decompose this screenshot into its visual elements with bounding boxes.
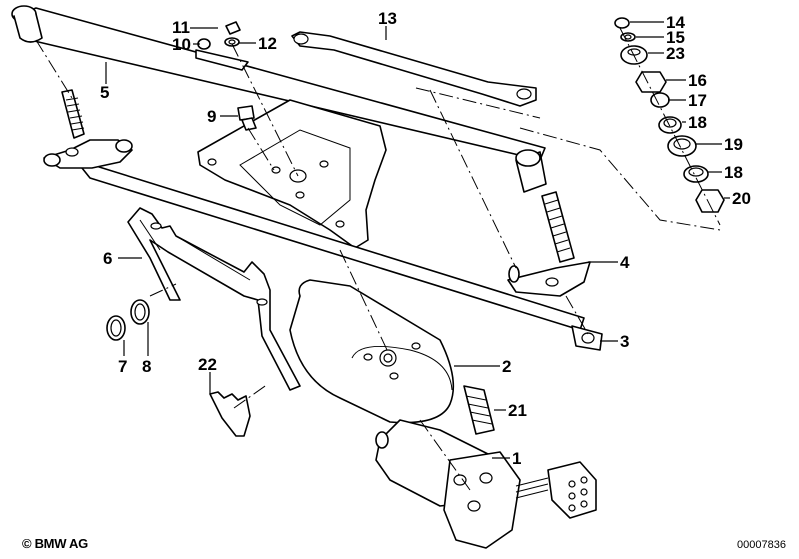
- leader-lines: [105, 21, 730, 459]
- callout-22[interactable]: 22: [198, 355, 217, 374]
- callouts: 1 2 3 4 5 6 7 8 9 10 11 12 13 14 15 23 1…: [100, 9, 751, 468]
- assembly-lines: [35, 39, 721, 491]
- callout-4[interactable]: 4: [620, 253, 630, 272]
- callout-20[interactable]: 20: [732, 189, 751, 208]
- crank-arm[interactable]: [291, 31, 537, 107]
- callout-13[interactable]: 13: [378, 9, 397, 28]
- drawing-number: 00007836: [737, 539, 786, 551]
- linkage-rod-upper[interactable]: [11, 5, 546, 161]
- spring[interactable]: [463, 385, 495, 435]
- callout-5[interactable]: 5: [100, 83, 109, 102]
- right-pivot-shaft[interactable]: [507, 149, 591, 297]
- copyright-label: © BMW AG: [22, 536, 88, 551]
- clip[interactable]: [209, 391, 251, 437]
- callout-18-upper[interactable]: 18: [688, 113, 707, 132]
- left-pivot-shaft[interactable]: [43, 89, 133, 169]
- callout-11[interactable]: 11: [172, 18, 190, 37]
- callout-16[interactable]: 16: [688, 71, 707, 90]
- callout-6[interactable]: 6: [103, 249, 112, 268]
- callout-23[interactable]: 23: [666, 44, 685, 63]
- callout-18-lower[interactable]: 18: [724, 163, 743, 182]
- callout-2[interactable]: 2: [502, 357, 511, 376]
- callout-9[interactable]: 9: [207, 107, 216, 126]
- motor-bracket[interactable]: [127, 207, 301, 391]
- callout-12[interactable]: 12: [258, 34, 277, 53]
- callout-19[interactable]: 19: [724, 135, 743, 154]
- bolt[interactable]: [237, 105, 257, 131]
- callout-10[interactable]: 10: [172, 35, 191, 54]
- callout-15[interactable]: 15: [666, 28, 685, 47]
- callout-8[interactable]: 8: [142, 357, 151, 376]
- callout-17[interactable]: 17: [688, 91, 707, 110]
- callout-14[interactable]: 14: [666, 13, 685, 32]
- grommet-outer[interactable]: [106, 315, 126, 341]
- grommet-inner[interactable]: [130, 299, 150, 325]
- callout-3[interactable]: 3: [620, 332, 629, 351]
- wiper-motor[interactable]: [375, 419, 597, 549]
- frame-plate[interactable]: [197, 99, 387, 249]
- callout-7[interactable]: 7: [118, 357, 127, 376]
- motor-cover[interactable]: [289, 279, 455, 424]
- callout-21[interactable]: 21: [508, 401, 527, 420]
- callout-1[interactable]: 1: [512, 449, 521, 468]
